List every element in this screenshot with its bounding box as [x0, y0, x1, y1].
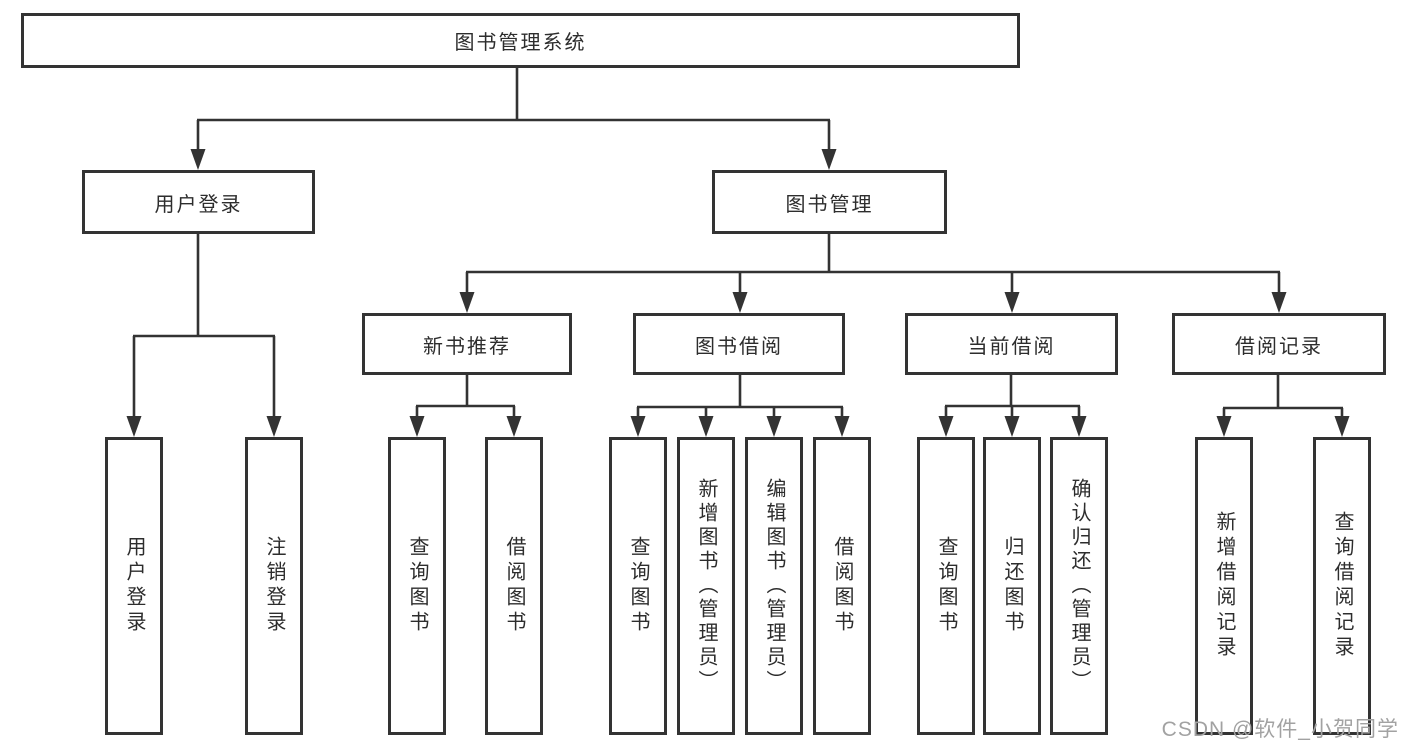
leaf-edit-books-admin: 编辑图书（管理员） [745, 437, 803, 735]
leaf-query-books-recommend: 查询图书 [388, 437, 446, 735]
leaf-logout: 注销登录 [245, 437, 303, 735]
leaf-add-books-admin: 新增图书（管理员） [677, 437, 735, 735]
leaf-query-books-current: 查询图书 [917, 437, 975, 735]
node-user-login: 用户登录 [82, 170, 315, 234]
node-borrowing-records: 借阅记录 [1172, 313, 1386, 375]
node-library-management-system: 图书管理系统 [21, 13, 1020, 68]
node-current-borrowing: 当前借阅 [905, 313, 1118, 375]
node-book-management: 图书管理 [712, 170, 947, 234]
leaf-add-borrow-record: 新增借阅记录 [1195, 437, 1253, 735]
leaf-return-books: 归还图书 [983, 437, 1041, 735]
node-book-borrowing: 图书借阅 [633, 313, 845, 375]
node-new-book-recommendation: 新书推荐 [362, 313, 572, 375]
leaf-borrow-books-borrowing: 借阅图书 [813, 437, 871, 735]
leaf-confirm-return-admin: 确认归还（管理员） [1050, 437, 1108, 735]
leaf-borrow-books-recommend: 借阅图书 [485, 437, 543, 735]
leaf-query-borrow-record: 查询借阅记录 [1313, 437, 1371, 735]
csdn-watermark: CSDN @软件_小贺同学 [1161, 718, 1399, 741]
leaf-query-books-borrowing: 查询图书 [609, 437, 667, 735]
leaf-user-login: 用户登录 [105, 437, 163, 735]
